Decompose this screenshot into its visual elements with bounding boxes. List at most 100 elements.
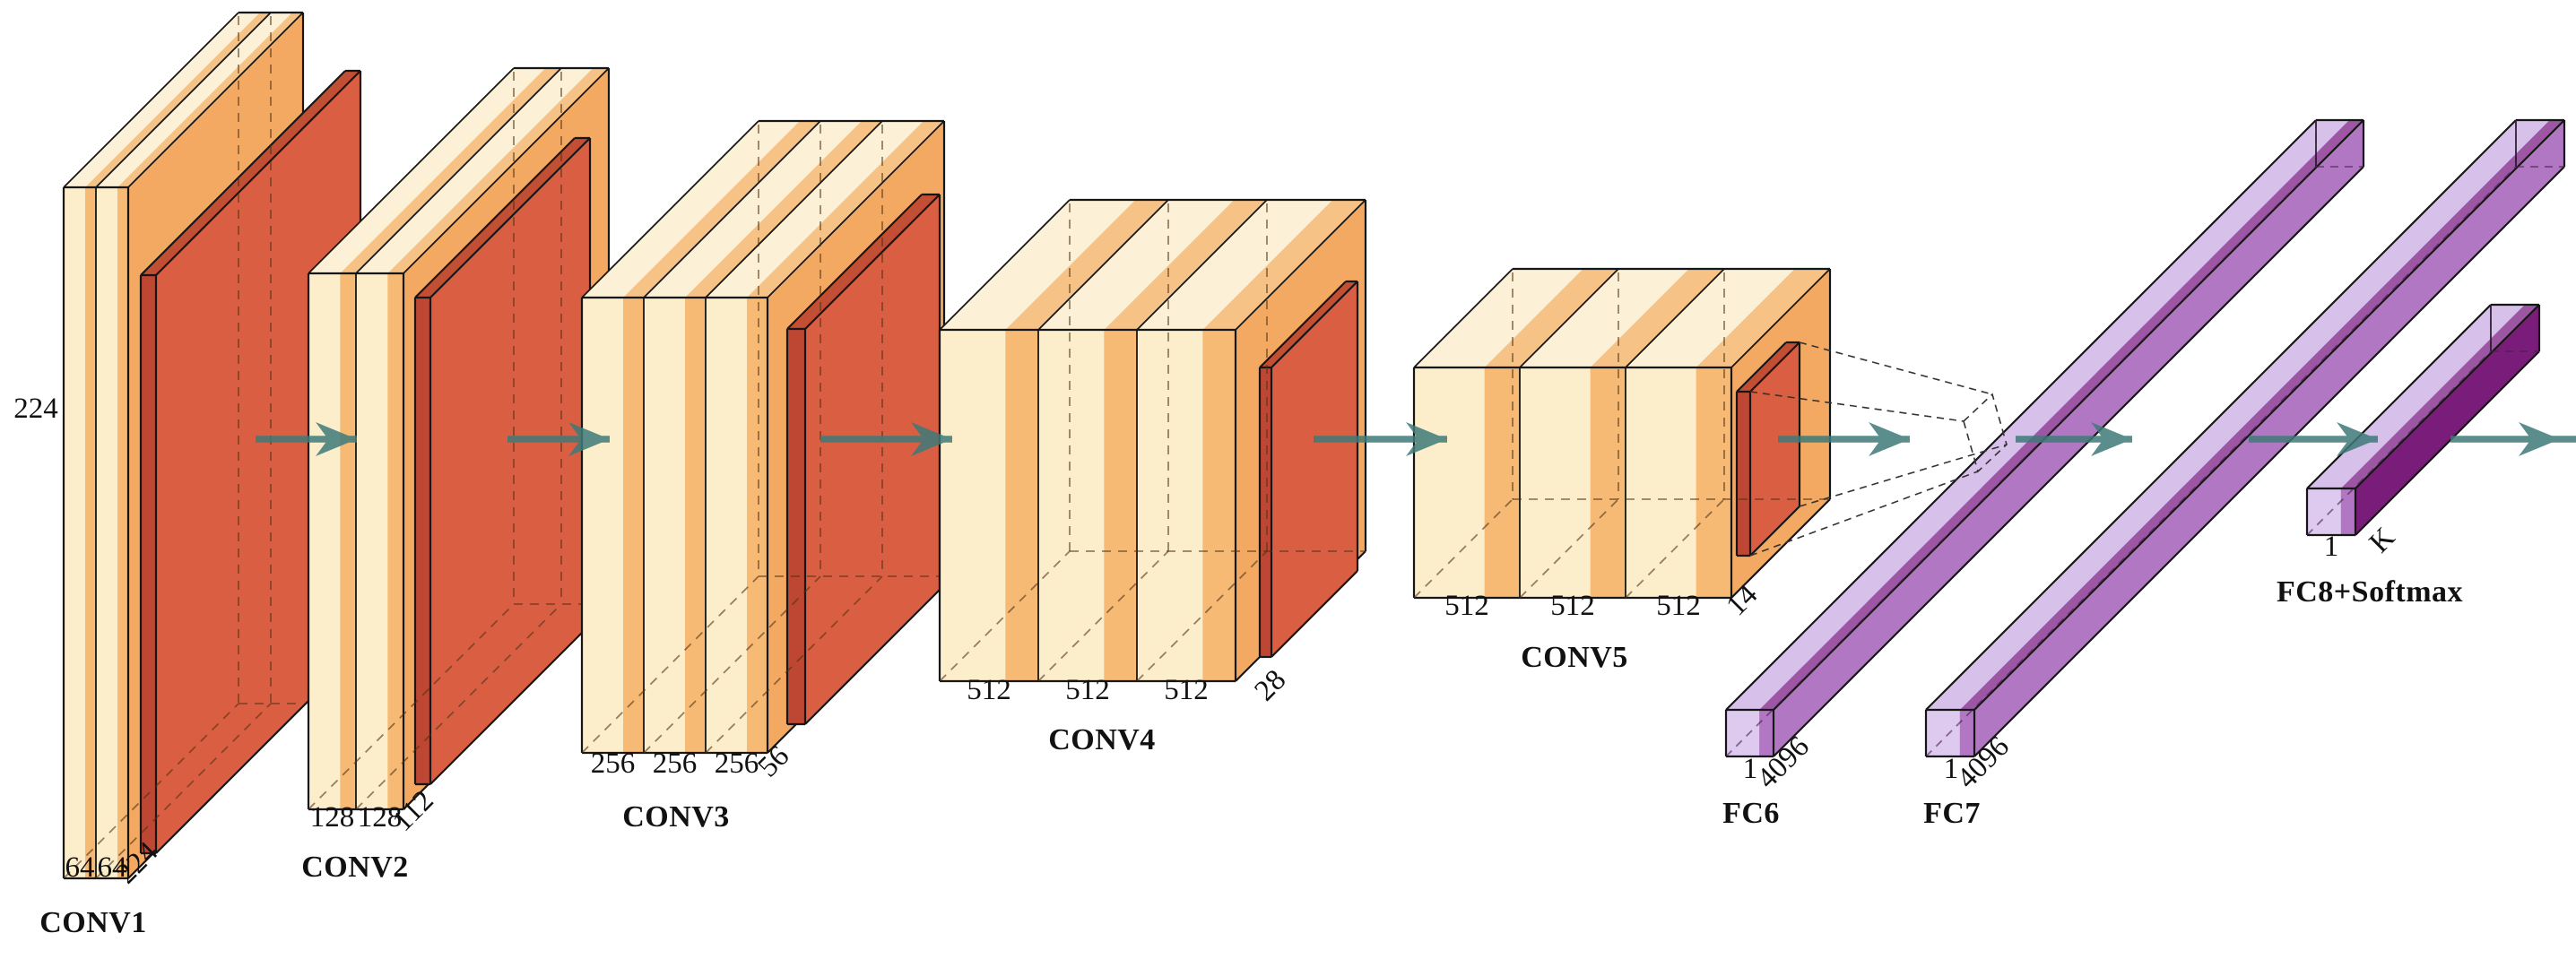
fc8-units-label: K: [2364, 522, 2401, 559]
conv4-spatial-label: 28: [1249, 664, 1293, 708]
arrow-head: [911, 422, 952, 456]
edge: [429, 137, 591, 298]
conv3-channels-label: 256: [715, 747, 759, 780]
fc-hidden-diagonal: [2306, 350, 2492, 536]
fc6-width-label: 1: [1743, 753, 1758, 785]
fc-side-face: [2355, 305, 2539, 535]
conv4-block-label: CONV4: [1048, 723, 1156, 756]
edge: [1259, 281, 1347, 368]
top-edge-diagonal: [63, 12, 239, 188]
conv-front-band: [1590, 367, 1626, 598]
pool-front-face: [415, 298, 430, 784]
conv3-channels-label: 256: [591, 747, 636, 780]
pool-side-face: [430, 138, 590, 784]
arrow-fc8-output: [2450, 422, 2576, 456]
conv4-channels-label: 512: [967, 674, 1011, 706]
conv-top-band: [1590, 269, 1724, 367]
edge: [1730, 498, 1831, 599]
fc7-block-label: FC7: [1923, 797, 1981, 830]
pool-side-face: [1750, 342, 1800, 556]
conv-top-band: [1696, 269, 1830, 367]
arrow-conv3-conv4: [820, 422, 952, 456]
arrow-head: [316, 422, 357, 456]
top-edge-diagonal: [127, 12, 304, 188]
edge: [1749, 505, 1800, 557]
conv1-channels-label: 64: [98, 851, 127, 884]
conv5-channels-label: 512: [1550, 590, 1595, 622]
hidden-bottom-diagonal: [1625, 498, 1725, 599]
hidden-bottom-diagonal: [939, 550, 1071, 682]
top-edge-diagonal: [95, 12, 272, 188]
arrow-fc7-fc8: [2249, 422, 2378, 456]
conv-top-band: [1484, 269, 1618, 367]
pool-front-face: [1260, 367, 1271, 657]
pool-side-face: [1271, 281, 1357, 657]
top-edge-diagonal: [1730, 268, 1831, 368]
top-edge-diagonal: [939, 199, 1071, 331]
arrow-fc6-fc7: [2016, 422, 2132, 456]
edge: [1773, 166, 2364, 757]
flatten-line: [1799, 341, 1993, 395]
top-edge-diagonal: [1519, 268, 1619, 368]
fc-front-band: [1959, 710, 1974, 756]
fc-front-band: [1759, 710, 1774, 756]
pool-front-face: [1737, 392, 1750, 556]
top-edge-diagonal: [1413, 268, 1514, 368]
fc-hidden-diagonal: [1725, 166, 2317, 757]
edge: [1973, 166, 2565, 757]
top-edge-diagonal: [1037, 199, 1169, 331]
conv-top-band: [340, 68, 561, 273]
arrow-head: [1406, 422, 1447, 456]
conv4-channels-label: 512: [1164, 674, 1209, 706]
conv2-channels-label: 128: [310, 801, 355, 834]
top-edge-diagonal: [705, 120, 883, 298]
conv2-channels-label: 128: [358, 801, 403, 834]
conv5-channels-label: 512: [1656, 590, 1701, 622]
conv-front-band: [685, 298, 706, 753]
edge: [2355, 304, 2540, 489]
pool-top-face: [787, 194, 940, 329]
arrow-head: [2337, 422, 2378, 456]
edge: [414, 137, 576, 298]
fc-top-stripe: [1959, 120, 2564, 710]
edge: [140, 70, 346, 276]
conv1-block-label: CONV1: [39, 906, 147, 939]
conv5-channels-label: 512: [1444, 590, 1489, 622]
hidden-bottom-diagonal: [1136, 550, 1268, 682]
conv-top-band: [1104, 200, 1267, 330]
arrow-conv5-fc6: [1778, 422, 1910, 456]
conv1-height-label: 224: [13, 393, 58, 425]
conv-top-band: [685, 121, 882, 298]
hidden-bottom-diagonal: [63, 703, 239, 879]
edge: [804, 589, 941, 725]
arrow-conv2-conv3: [507, 422, 610, 456]
conv-front-band: [1005, 330, 1038, 681]
fc6-block-label: FC6: [1722, 797, 1780, 830]
conv-front-band: [1104, 330, 1137, 681]
edge: [1725, 119, 2317, 711]
pool-front-face: [787, 329, 805, 724]
conv-front-band: [1202, 330, 1236, 681]
edge: [1271, 281, 1358, 368]
conv-top-band: [387, 68, 609, 273]
edge: [2355, 350, 2540, 536]
fc7-width-label: 1: [1944, 753, 1959, 785]
pool-top-face: [415, 138, 590, 298]
conv-front-band: [340, 273, 356, 809]
conv1-channels-label: 64: [65, 851, 95, 884]
fc8-block-label: FC8+Softmax: [2277, 575, 2463, 609]
conv2-block-label: CONV2: [301, 851, 409, 884]
top-edge-diagonal: [1625, 268, 1725, 368]
arrow-head: [2091, 422, 2132, 456]
pool-top-face: [1737, 342, 1800, 392]
top-edge-diagonal: [355, 67, 562, 274]
edge: [786, 194, 923, 330]
edge: [1736, 341, 1787, 393]
pool-top-face: [141, 71, 360, 275]
top-edge-diagonal: [581, 120, 759, 298]
conv-front-band: [85, 187, 96, 878]
arrow-head: [2519, 422, 2560, 456]
conv-front-band: [1696, 367, 1731, 598]
